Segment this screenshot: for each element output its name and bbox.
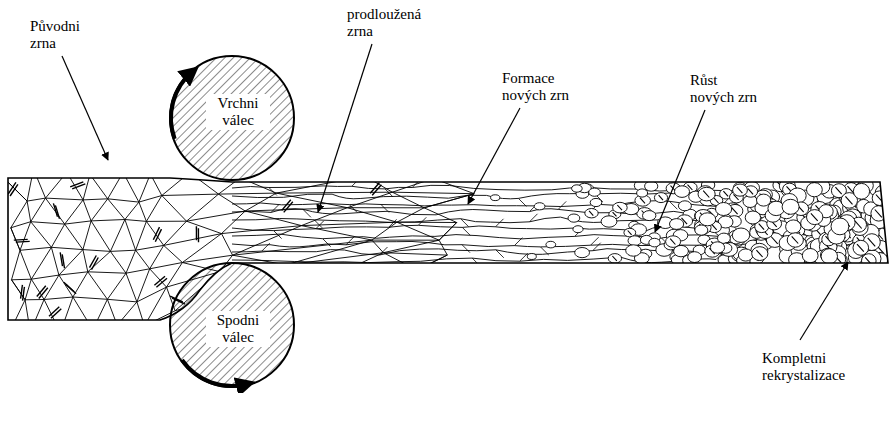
process-label: prodloužená zrna	[347, 6, 427, 40]
roller-label: Spodni válec	[206, 311, 270, 347]
roller-label: Vrchni válec	[206, 94, 270, 130]
process-label: Formace nových zrn	[502, 70, 592, 104]
metal-strip	[8, 178, 888, 320]
roller-circle: Spodni válec	[164, 257, 300, 393]
process-label: Původni zrna	[30, 18, 100, 52]
process-label: Růst nových zrn	[690, 72, 760, 106]
roller-circle: Vrchni válec	[164, 50, 300, 186]
process-label: Kompletni rekrystalizace	[762, 350, 872, 384]
